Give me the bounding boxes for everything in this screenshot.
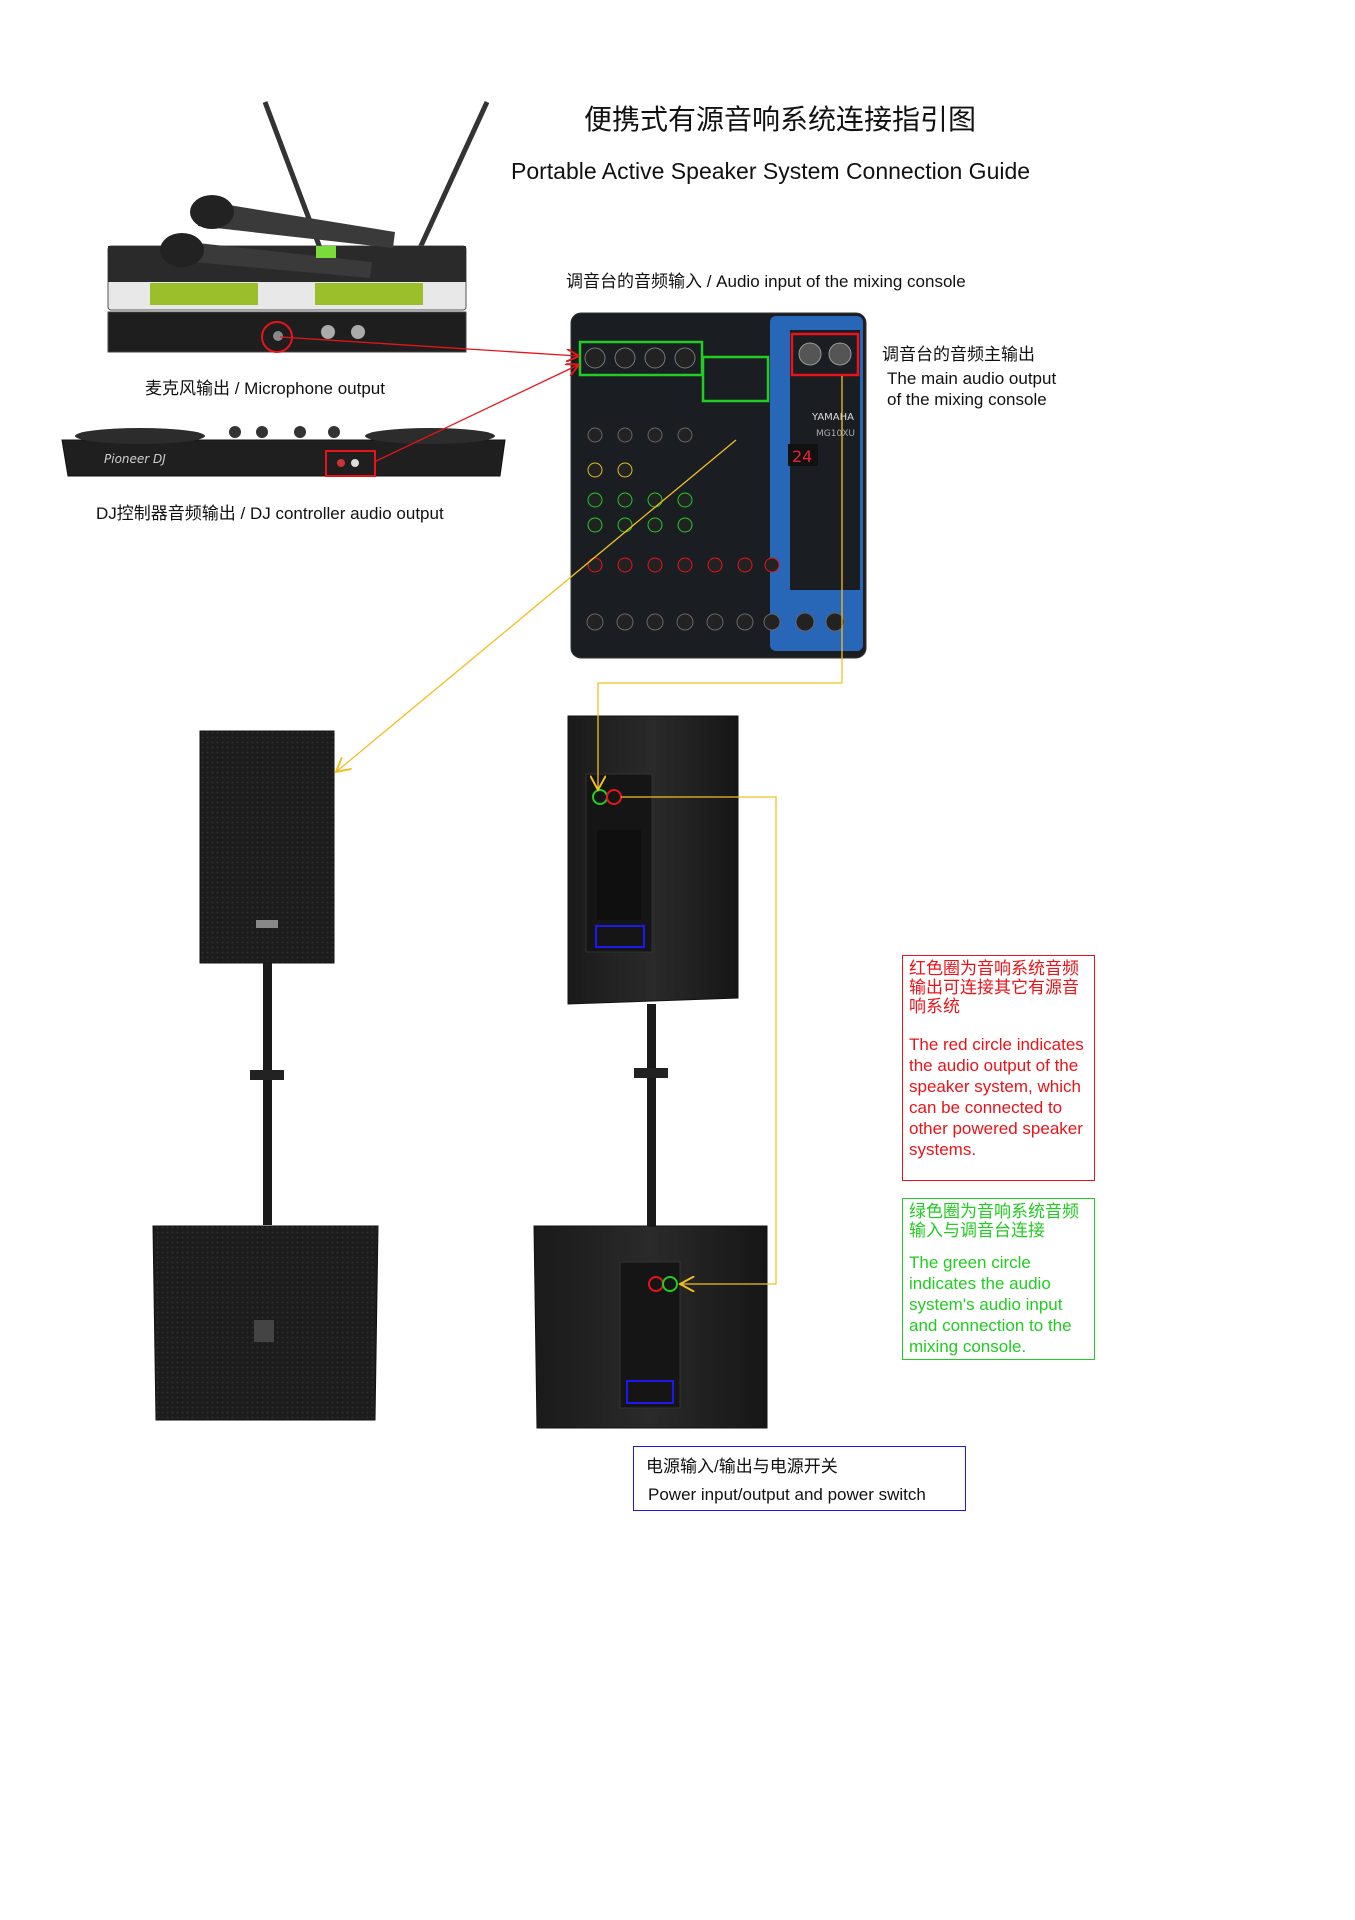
left-speaker-pole bbox=[263, 963, 272, 1225]
mixer-to-left-speaker-line bbox=[336, 439, 737, 772]
mixer-line-input-green-box bbox=[701, 355, 770, 403]
green-note-en: The green circle indicates the audio sys… bbox=[909, 1253, 1072, 1356]
connection-lines bbox=[279, 336, 843, 1284]
mixer-main-output-red-box bbox=[790, 332, 860, 377]
green-circle-note: 绿色圈为音响系统音频输入与调音台连接 The green circle indi… bbox=[902, 1198, 1095, 1360]
mixer-main-output-label-en-1: The main audio output bbox=[887, 369, 1057, 388]
receiver-display-a bbox=[150, 283, 258, 305]
dj-brand-text: Pioneer DJ bbox=[104, 452, 166, 466]
green-note-cn: 绿色圈为音响系统音频输入与调音台连接 bbox=[909, 1202, 1079, 1240]
wireless-microphone-receiver bbox=[107, 100, 490, 353]
left-top-speaker-grille bbox=[199, 730, 335, 964]
red-note-cn: 红色圈为音响系统音频输出可连接其它有源音响系统 bbox=[909, 959, 1079, 1016]
dj-output-red-box bbox=[325, 450, 376, 477]
left-top-speaker bbox=[199, 730, 335, 1225]
speaker-to-sub-line bbox=[621, 796, 777, 1284]
mixer-knobs bbox=[586, 427, 845, 632]
mic-to-mixer-line bbox=[279, 336, 578, 356]
mixer-input-label: 调音台的音频输入 / Audio input of the mixing con… bbox=[566, 272, 966, 291]
mixer-main-output-label-en-2: of the mixing console bbox=[887, 390, 1047, 409]
mixer-display-text: 24 bbox=[792, 447, 812, 466]
power-note-en: Power input/output and power switch bbox=[648, 1485, 926, 1504]
mixing-console: YAMAHA MG10XU 24 bbox=[570, 312, 867, 659]
microphone-output-label: 麦克风输出 / Microphone output bbox=[145, 379, 385, 398]
dj-to-mixer-line bbox=[373, 365, 578, 463]
mic-output-red-circle bbox=[261, 321, 293, 353]
mixer-to-right-speaker-line bbox=[598, 376, 843, 790]
mixer-model-text: MG10XU bbox=[816, 429, 855, 439]
power-note-cn: 电源输入/输出与电源开关 bbox=[646, 1457, 838, 1476]
speaker-power-blue-box bbox=[595, 925, 645, 948]
page-title-cn: 便携式有源音响系统连接指引图 bbox=[583, 103, 976, 136]
page-title-en: Portable Active Speaker System Connectio… bbox=[511, 158, 1031, 184]
receiver-display-b bbox=[315, 283, 423, 305]
right-top-speaker-rear bbox=[567, 715, 739, 1226]
mixer-main-output-label-cn: 调音台的音频主输出 bbox=[882, 345, 1035, 364]
mixer-brand-text: YAMAHA bbox=[811, 412, 854, 423]
dj-controller: Pioneer DJ bbox=[61, 426, 506, 477]
right-subwoofer-rear bbox=[533, 1225, 768, 1429]
left-subwoofer bbox=[152, 1225, 379, 1421]
power-note: 电源输入/输出与电源开关 Power input/output and powe… bbox=[633, 1446, 966, 1511]
red-circle-note: 红色圈为音响系统音频输出可连接其它有源音响系统 The red circle i… bbox=[902, 955, 1095, 1181]
antenna-right bbox=[417, 100, 490, 250]
right-speaker-pole bbox=[647, 1004, 656, 1226]
microphone-icon bbox=[160, 195, 395, 278]
red-note-en: The red circle indicates the audio outpu… bbox=[909, 1035, 1084, 1159]
diagram-canvas: Pioneer DJ YAMAHA MG10XU 24 bbox=[61, 100, 867, 1429]
sub-power-blue-box bbox=[626, 1380, 674, 1404]
dj-output-label: DJ控制器音频输出 / DJ controller audio output bbox=[96, 504, 444, 523]
sub-input-green-circle bbox=[662, 1276, 678, 1292]
